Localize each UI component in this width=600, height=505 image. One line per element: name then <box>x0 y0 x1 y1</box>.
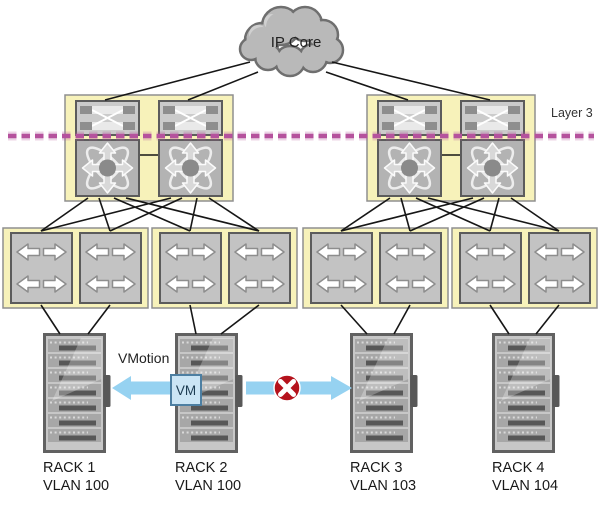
router-icon <box>158 100 223 136</box>
rack-name: RACK 1 <box>43 460 96 476</box>
access-switch-icon <box>310 232 373 304</box>
multilayer-switch-icon <box>376 138 443 198</box>
router-icon <box>377 100 442 136</box>
aggregation-block-left <box>64 94 234 202</box>
rack-name: RACK 3 <box>350 460 403 476</box>
access-switch-icon <box>459 232 522 304</box>
server-rack-icon <box>43 333 112 453</box>
server-rack-icon <box>492 333 561 453</box>
multilayer-switch-icon <box>157 138 224 198</box>
rack3-label: RACK 3 VLAN 103 <box>350 460 416 495</box>
layer3-label: Layer 3 <box>551 106 593 120</box>
rack-vlan: VLAN 104 <box>492 477 559 494</box>
vm-badge: VM <box>170 374 202 406</box>
rack-vlan: VLAN 103 <box>350 477 417 494</box>
rack-vlan: VLAN 100 <box>175 477 242 494</box>
router-icon <box>75 100 140 136</box>
access-switch-icon <box>159 232 222 304</box>
access-switch-icon <box>10 232 73 304</box>
vmotion-arrow-left <box>112 376 178 400</box>
ip-core-cloud-icon <box>238 5 345 78</box>
access-switch-icon <box>228 232 291 304</box>
access-switch-icon <box>528 232 591 304</box>
multilayer-switch-icon <box>74 138 141 198</box>
rack-name: RACK 4 <box>492 460 545 476</box>
multilayer-switch-icon <box>459 138 526 198</box>
access-switch-icon <box>79 232 142 304</box>
vm-badge-label: VM <box>175 382 197 398</box>
vmotion-label: VMotion <box>118 350 170 366</box>
rack4-label: RACK 4 VLAN 104 <box>492 460 558 495</box>
access-layer <box>2 227 598 309</box>
router-icon <box>460 100 525 136</box>
access-switch-icon <box>379 232 442 304</box>
rack-vlan: VLAN 100 <box>43 477 110 494</box>
ip-core-label: IP Core <box>270 34 322 51</box>
server-rack-icon <box>350 333 419 453</box>
network-links <box>40 61 560 335</box>
rack1-label: RACK 1 VLAN 100 <box>43 460 109 495</box>
aggregation-block-right <box>366 94 536 202</box>
rack-name: RACK 2 <box>175 460 228 476</box>
blocked-x-icon <box>273 374 301 402</box>
rack2-label: RACK 2 VLAN 100 <box>175 460 241 495</box>
